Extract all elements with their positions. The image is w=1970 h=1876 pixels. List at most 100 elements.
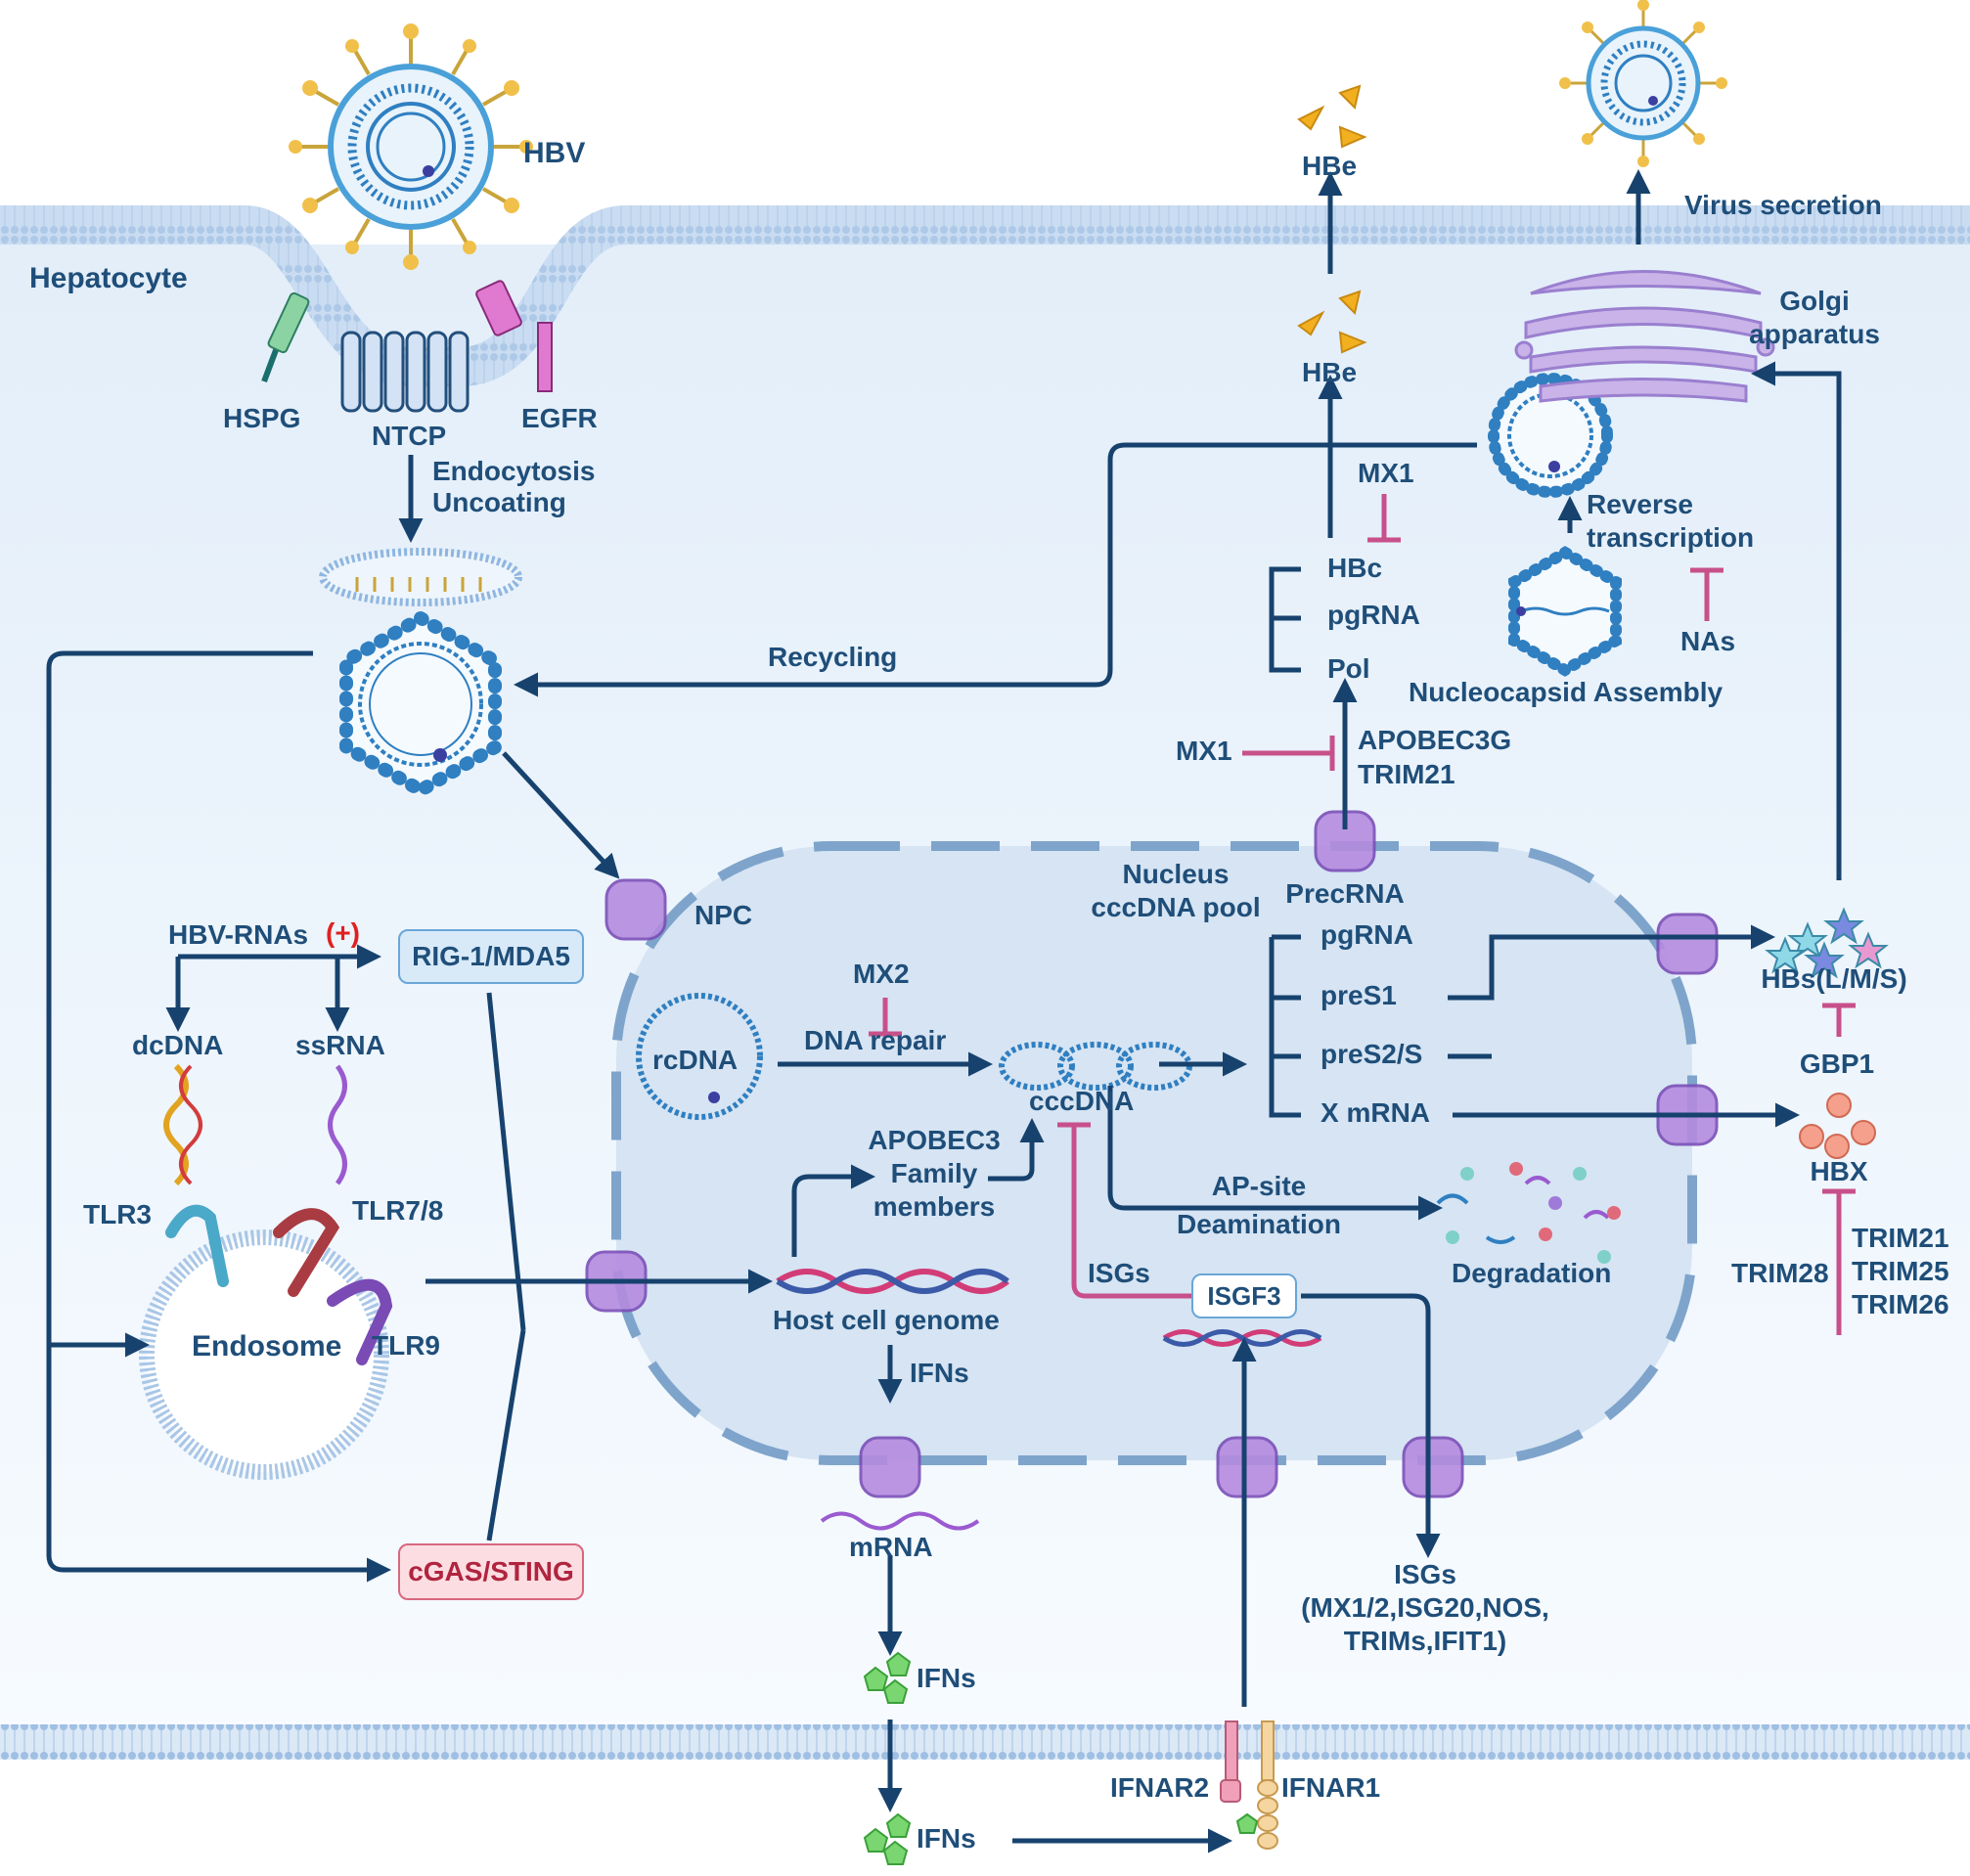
degradation-label: Degradation — [1452, 1258, 1612, 1288]
hbx-label: HBX — [1810, 1156, 1868, 1186]
ifnar2-label: IFNAR2 — [1110, 1772, 1210, 1803]
tlr78-receptor — [273, 1208, 340, 1297]
egfr-receptor — [475, 280, 553, 392]
endosome-label: Endosome — [192, 1330, 342, 1362]
tlr9-label: TLR9 — [372, 1330, 440, 1361]
ifn-cluster-cytoplasm — [863, 1651, 912, 1704]
ssrna-label: ssRNA — [295, 1030, 385, 1060]
hbx-proteins — [1799, 1093, 1876, 1159]
nucleocapsid-assembly-label: Nucleocapsid Assembly — [1409, 677, 1724, 707]
cccdna-label: cccDNA — [1029, 1086, 1135, 1116]
tlr9-receptor — [327, 1278, 393, 1365]
rcdna-genome — [636, 993, 763, 1120]
hbs-label: HBs(L/M/S) — [1761, 963, 1907, 994]
mx1-label-lower: MX1 — [1176, 736, 1232, 766]
npc-label: NPC — [694, 900, 753, 930]
reverse-transcription-label-1: Reverse — [1587, 489, 1693, 519]
secreted-virion — [1559, 0, 1727, 167]
isgs-outer-label-2: (MX1/2,ISG20,NOS, — [1301, 1592, 1549, 1623]
hbe-antigen-mid — [1297, 290, 1367, 354]
tlr3-label: TLR3 — [83, 1199, 152, 1229]
pres1-label: preS1 — [1321, 980, 1397, 1010]
ifns-label-cytoplasm: IFNs — [917, 1663, 976, 1693]
golgi-apparatus — [1514, 270, 1775, 403]
ntcp-label: NTCP — [372, 421, 447, 451]
ifnar1-receptor — [1257, 1720, 1278, 1850]
pres2s-label: preS2/S — [1321, 1039, 1423, 1069]
endocytosis-label: Endocytosis — [432, 456, 596, 486]
rig-mda5-box: RIG-1/MDA5 — [398, 929, 584, 984]
hbv-virion — [289, 23, 533, 270]
ntcp-transporter — [340, 331, 470, 413]
nuclear-pore — [585, 810, 1719, 1498]
plasma-membrane-bottom — [0, 1724, 1970, 1760]
tlr78-label: TLR7/8 — [352, 1195, 444, 1226]
ifnar2-receptor — [1220, 1720, 1241, 1803]
recycling-label: Recycling — [768, 642, 898, 672]
uncoating-label: Uncoating — [432, 487, 566, 517]
pathway-arrows — [46, 169, 1842, 1854]
golgi-label-1: Golgi — [1779, 286, 1850, 316]
hbv-rnas-label: HBV-RNAs — [168, 919, 309, 950]
hbv-capsid-right — [1488, 373, 1613, 498]
hbv-label: HBV — [523, 137, 586, 169]
virus-secretion-label: Virus secretion — [1684, 190, 1882, 220]
mx2-label: MX2 — [853, 959, 910, 989]
tlr3-receptor — [165, 1204, 229, 1287]
reverse-transcription-label-2: transcription — [1587, 522, 1755, 553]
trim26-label: TRIM26 — [1852, 1289, 1949, 1319]
hbe-label-top: HBe — [1302, 151, 1358, 181]
trim25-label: TRIM25 — [1852, 1256, 1949, 1286]
hepatocyte-label: Hepatocyte — [29, 262, 188, 294]
precrna-label: PrecRNA — [1285, 878, 1405, 909]
nucleus-label-2: cccDNA pool — [1091, 892, 1261, 922]
mx1-label-upper: MX1 — [1358, 458, 1414, 488]
hbe-label-mid: HBe — [1302, 357, 1358, 387]
apobec3g-label: APOBEC3G — [1358, 725, 1512, 755]
hbe-antigen-top — [1297, 84, 1367, 149]
isgs-outer-label-1: ISGs — [1394, 1559, 1456, 1589]
dcdna-label: dcDNA — [132, 1030, 224, 1060]
trim21-label-b: TRIM21 — [1852, 1223, 1949, 1253]
inhibition-lines — [869, 494, 1856, 1335]
isgf3-box: ISGF3 — [1191, 1273, 1297, 1318]
ifnar1-label: IFNAR1 — [1281, 1772, 1381, 1803]
host-genome-dna — [776, 1269, 1009, 1294]
rcdna-label: rcDNA — [652, 1045, 739, 1075]
positive-sense-label: (+) — [326, 917, 360, 948]
hspg-receptor — [261, 291, 310, 383]
hbv-capsid-left — [339, 609, 502, 799]
isgs-outer-label-3: TRIMs,IFIT1) — [1343, 1626, 1507, 1656]
trim21-label-a: TRIM21 — [1358, 759, 1455, 789]
golgi-label-2: apparatus — [1749, 319, 1880, 349]
pgrna-label-upper: pgRNA — [1327, 600, 1420, 630]
ifns-label-extracellular: IFNs — [917, 1823, 976, 1854]
egfr-label: EGFR — [521, 403, 598, 433]
endosome-vesicle — [139, 1229, 389, 1480]
cgas-sting-box: cGAS/STING — [398, 1543, 584, 1600]
apobec3-label-2: Family — [890, 1158, 978, 1188]
host-genome-label: Host cell genome — [773, 1305, 1000, 1335]
hspg-label: HSPG — [223, 403, 301, 433]
gbp1-label: GBP1 — [1799, 1049, 1875, 1079]
mrna-strand — [820, 1511, 980, 1531]
pol-label: Pol — [1327, 653, 1370, 684]
endocytic-vesicle — [319, 548, 522, 606]
deamination-label: Deamination — [1176, 1209, 1342, 1239]
nas-label: NAs — [1680, 626, 1736, 656]
ifn-cluster-extracellular — [863, 1812, 912, 1865]
dcdna-strand — [163, 1063, 189, 1186]
pgrna-label: pgRNA — [1321, 919, 1413, 950]
xmrna-label: X mRNA — [1321, 1097, 1431, 1128]
nucleus-label-1: Nucleus — [1122, 859, 1230, 889]
trim28-label: TRIM28 — [1731, 1258, 1829, 1288]
degraded-fragments — [1436, 1162, 1621, 1264]
hbc-label: HBc — [1327, 553, 1383, 583]
ifn-bound — [1235, 1812, 1259, 1834]
ssrna-strand — [328, 1064, 347, 1185]
dna-repair-label: DNA repair — [804, 1025, 947, 1055]
immature-nucleocapsid — [1508, 546, 1622, 677]
ifns-label-nucleus: IFNs — [910, 1358, 969, 1388]
